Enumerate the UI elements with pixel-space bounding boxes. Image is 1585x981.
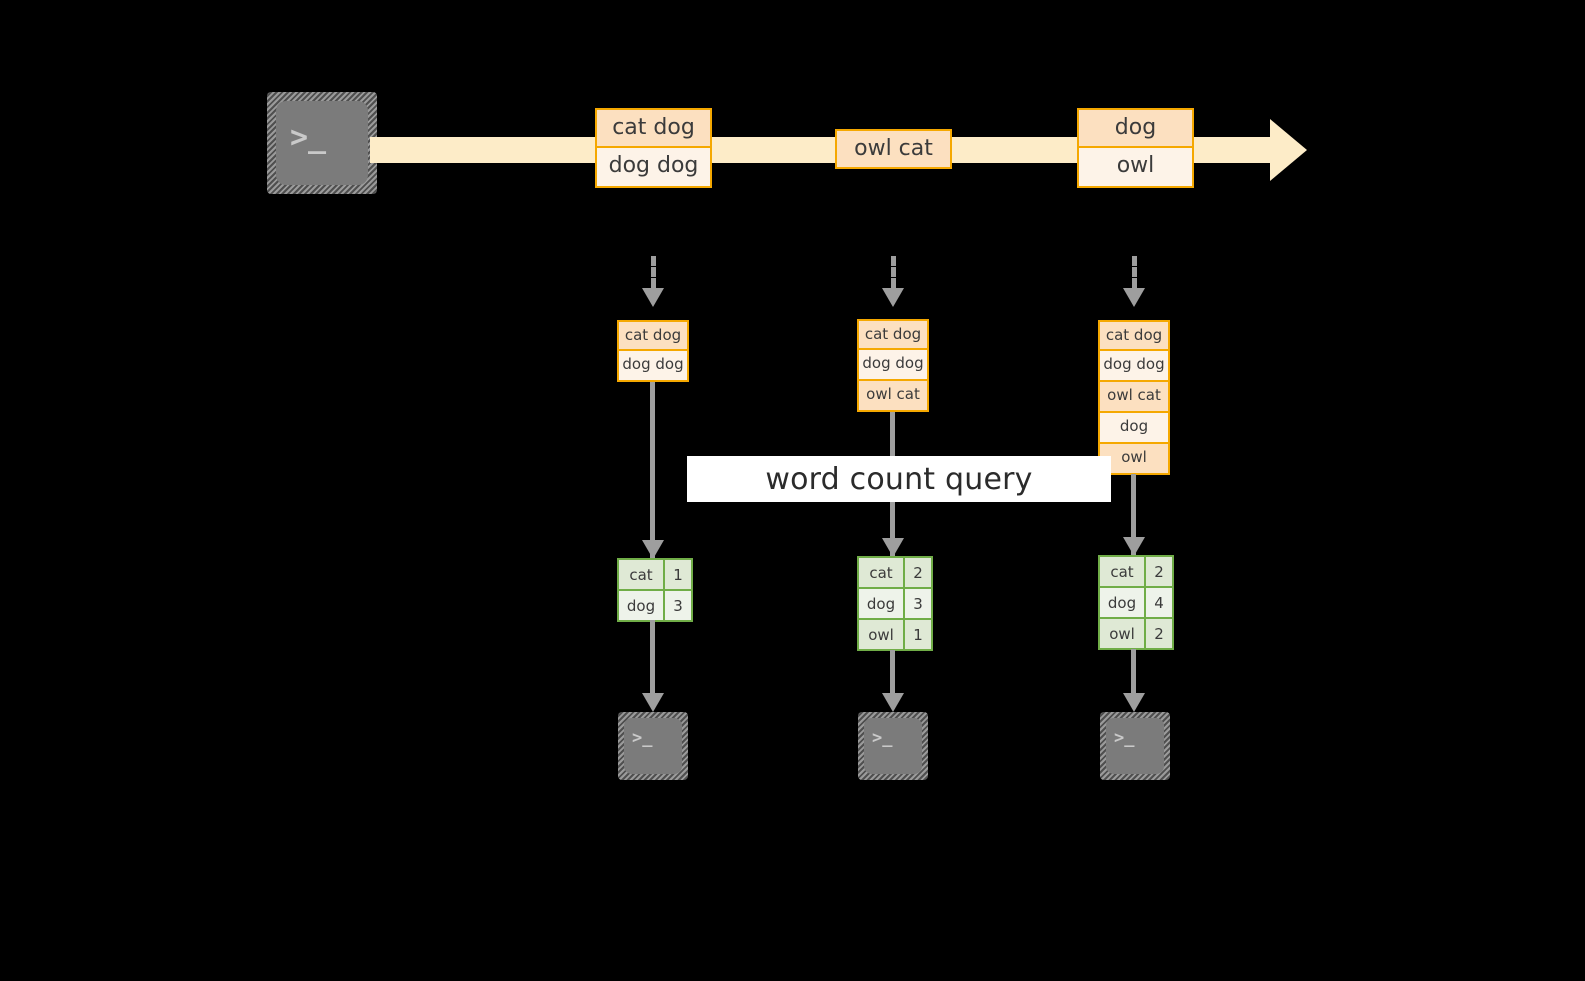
state-to-result-arrowhead <box>882 538 904 557</box>
count-cell: 3 <box>903 587 933 620</box>
count-cell: 1 <box>663 558 693 591</box>
stream-message: dog dog <box>595 148 712 188</box>
accumulated-message: dog dog <box>857 350 929 381</box>
accumulated-message: owl cat <box>1098 382 1170 413</box>
stream-message: owl cat <box>835 129 952 169</box>
state-to-result-arrowhead <box>642 540 664 559</box>
stream-message: owl <box>1077 148 1194 188</box>
accumulated-message: cat dog <box>1098 320 1170 351</box>
terminal-prompt-glyph: >_ <box>290 120 327 155</box>
terminal-screen: >_ <box>276 101 368 185</box>
table-row: cat 1 <box>617 558 693 591</box>
count-cell: 2 <box>903 556 933 589</box>
event-stream-arrowhead <box>1270 119 1307 181</box>
terminal-screen: >_ <box>624 718 682 774</box>
word-cell: dog <box>857 587 905 620</box>
query-label-band: word count query <box>687 456 1111 502</box>
terminal-screen: >_ <box>1106 718 1164 774</box>
word-cell: cat <box>617 558 665 591</box>
state-to-result-arrowhead <box>1123 537 1145 556</box>
column-1-accumulated-messages: cat dog dog dog <box>617 320 689 382</box>
stream-to-state-arrowhead <box>642 288 664 307</box>
stream-to-state-arrowhead <box>1123 288 1145 307</box>
count-cell: 2 <box>1144 617 1174 650</box>
terminal-prompt-glyph: >_ <box>872 728 893 748</box>
column-3-accumulated-messages: cat dog dog dog owl cat dog owl <box>1098 320 1170 475</box>
column-2-accumulated-messages: cat dog dog dog owl cat <box>857 319 929 412</box>
terminal-screen: >_ <box>864 718 922 774</box>
table-row: cat 2 <box>857 556 933 589</box>
word-cell: cat <box>1098 555 1146 588</box>
stream-to-state-connector <box>651 256 656 288</box>
word-cell: owl <box>857 618 905 651</box>
count-cell: 3 <box>663 589 693 622</box>
stream-to-state-arrowhead <box>882 288 904 307</box>
accumulated-message: dog dog <box>1098 351 1170 382</box>
table-row: dog 4 <box>1098 586 1174 619</box>
stream-to-state-connector <box>891 256 896 288</box>
stream-message: cat dog <box>595 108 712 148</box>
column-2-result-table: cat 2 dog 3 owl 1 <box>857 556 933 651</box>
result-to-sink-arrowhead <box>882 693 904 712</box>
word-cell: owl <box>1098 617 1146 650</box>
result-to-sink-arrowhead <box>642 693 664 712</box>
column-2-sink-terminal-icon: >_ <box>858 712 928 780</box>
count-cell: 1 <box>903 618 933 651</box>
accumulated-message: cat dog <box>857 319 929 350</box>
table-row: cat 2 <box>1098 555 1174 588</box>
table-row: owl 1 <box>857 618 933 651</box>
table-row: owl 2 <box>1098 617 1174 650</box>
result-to-sink-connector <box>650 620 655 693</box>
stream-batch-3: dog owl <box>1077 108 1194 188</box>
column-1-result-table: cat 1 dog 3 <box>617 558 693 622</box>
state-to-result-connector <box>650 382 655 558</box>
result-to-sink-arrowhead <box>1123 693 1145 712</box>
column-3-result-table: cat 2 dog 4 owl 2 <box>1098 555 1174 650</box>
stream-batch-1: cat dog dog dog <box>595 108 712 188</box>
accumulated-message: owl cat <box>857 381 929 412</box>
result-to-sink-connector <box>1131 649 1136 693</box>
source-terminal-icon: >_ <box>267 92 377 194</box>
stream-batch-2: owl cat <box>835 129 952 169</box>
terminal-prompt-glyph: >_ <box>632 728 653 748</box>
word-cell: dog <box>617 589 665 622</box>
terminal-prompt-glyph: >_ <box>1114 728 1135 748</box>
accumulated-message: dog dog <box>617 351 689 382</box>
state-to-result-connector <box>1131 474 1136 556</box>
result-to-sink-connector <box>890 650 895 693</box>
stream-message: dog <box>1077 108 1194 148</box>
table-row: dog 3 <box>857 587 933 620</box>
count-cell: 2 <box>1144 555 1174 588</box>
column-1-sink-terminal-icon: >_ <box>618 712 688 780</box>
accumulated-message: cat dog <box>617 320 689 351</box>
count-cell: 4 <box>1144 586 1174 619</box>
accumulated-message: dog <box>1098 413 1170 444</box>
word-cell: dog <box>1098 586 1146 619</box>
table-row: dog 3 <box>617 589 693 622</box>
stream-to-state-connector <box>1132 256 1137 288</box>
query-label: word count query <box>765 461 1033 497</box>
word-cell: cat <box>857 556 905 589</box>
column-3-sink-terminal-icon: >_ <box>1100 712 1170 780</box>
